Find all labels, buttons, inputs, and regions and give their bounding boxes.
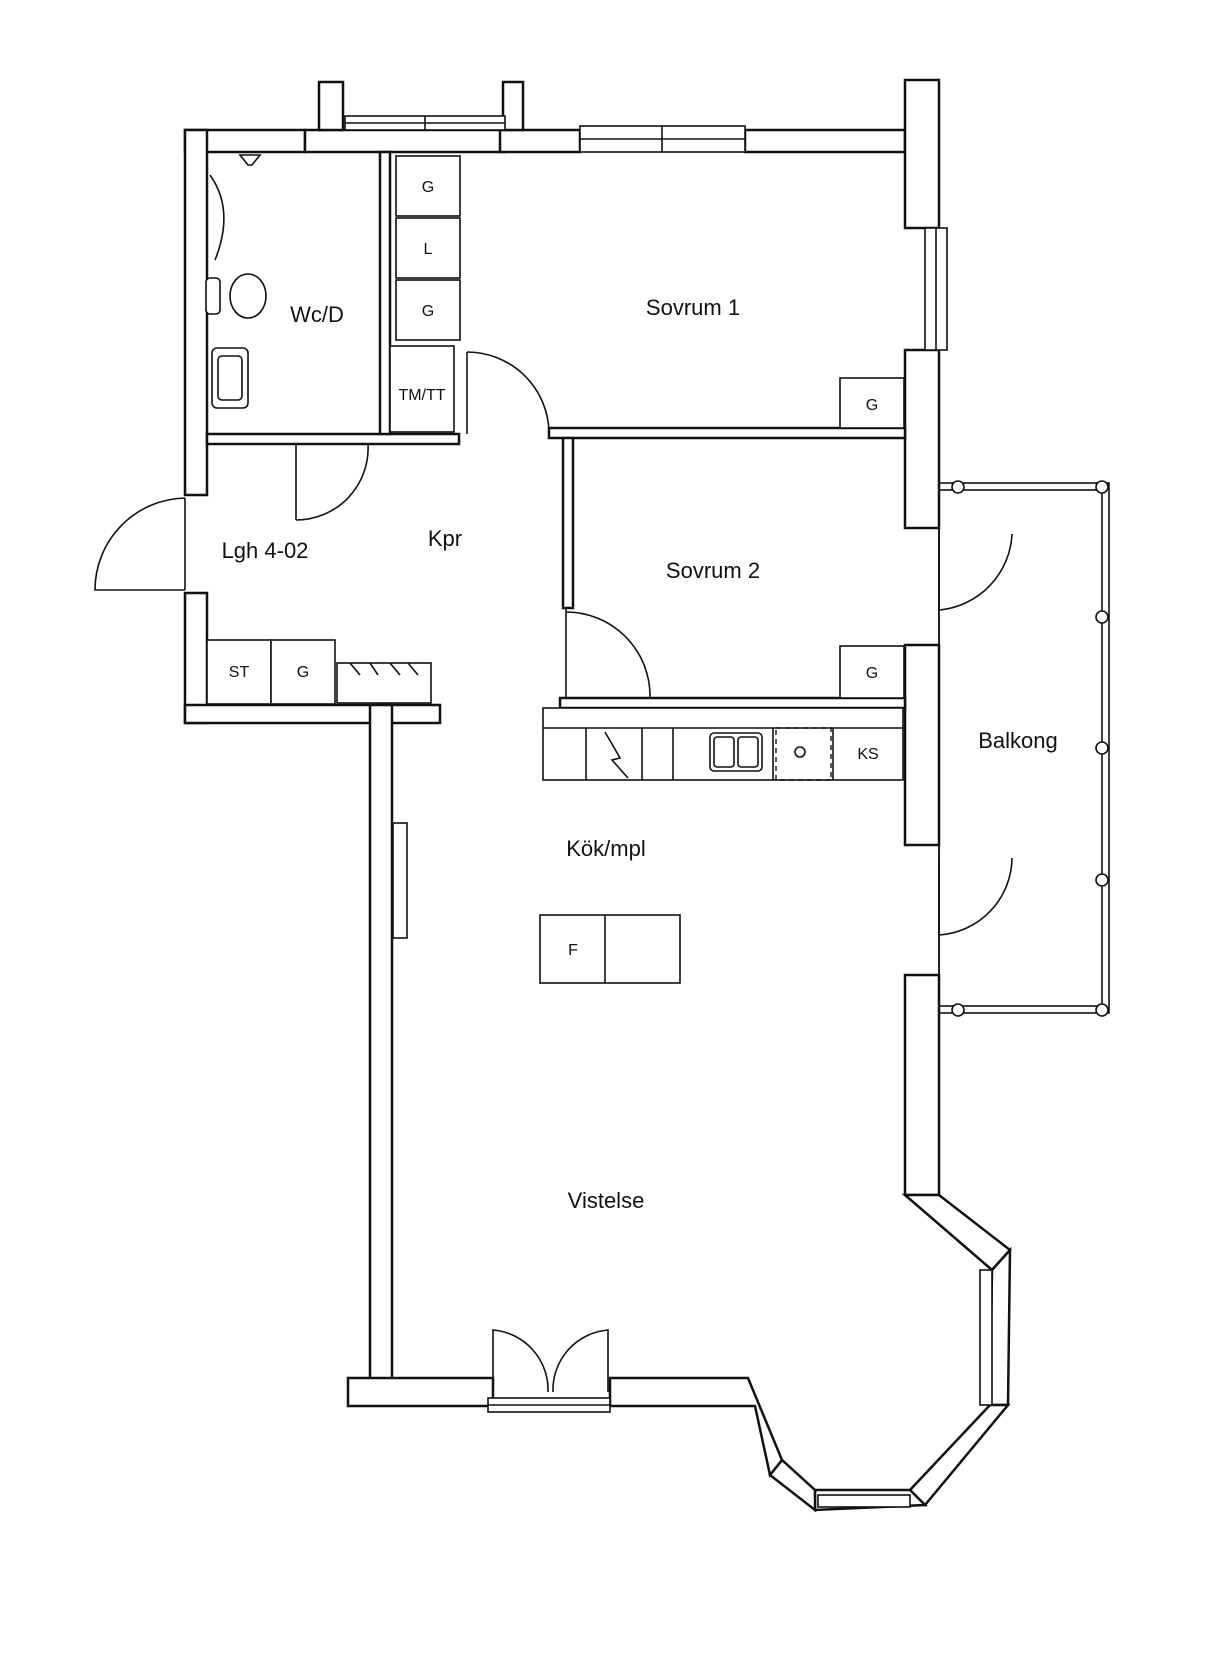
room-label-balkong: Balkong [978,728,1058,753]
room-label-kpr: Kpr [428,526,462,551]
room-label-kok: Kök/mpl [566,836,645,861]
doors [94,351,1013,1393]
closet-label-l: L [424,241,433,258]
walls [183,78,1012,1513]
windows [344,115,993,1508]
room-labels: Wc/D Sovrum 1 Sovrum 2 Lgh 4-02 Kpr Kök/… [222,295,1058,1213]
apartment-label: Lgh 4-02 [222,538,309,563]
room-label-vistelse: Vistelse [568,1188,645,1213]
island-label-f: F [568,942,578,959]
fixtures [205,154,905,984]
closet-label-g: G [297,664,309,681]
fixture-labels: G L G TM/TT G G ST G KS F [229,179,879,959]
closet-label-g: G [866,665,878,682]
closet-label-g: G [866,397,878,414]
room-label-sovrum-2: Sovrum 2 [666,558,760,583]
balcony [938,480,1110,1017]
st-label: ST [229,664,250,681]
room-label-wc: Wc/D [290,302,344,327]
ks-label: KS [857,746,878,763]
room-label-sovrum-1: Sovrum 1 [646,295,740,320]
tmtt-label: TM/TT [398,387,445,404]
closet-label-g: G [422,303,434,320]
closet-label-g: G [422,179,434,196]
